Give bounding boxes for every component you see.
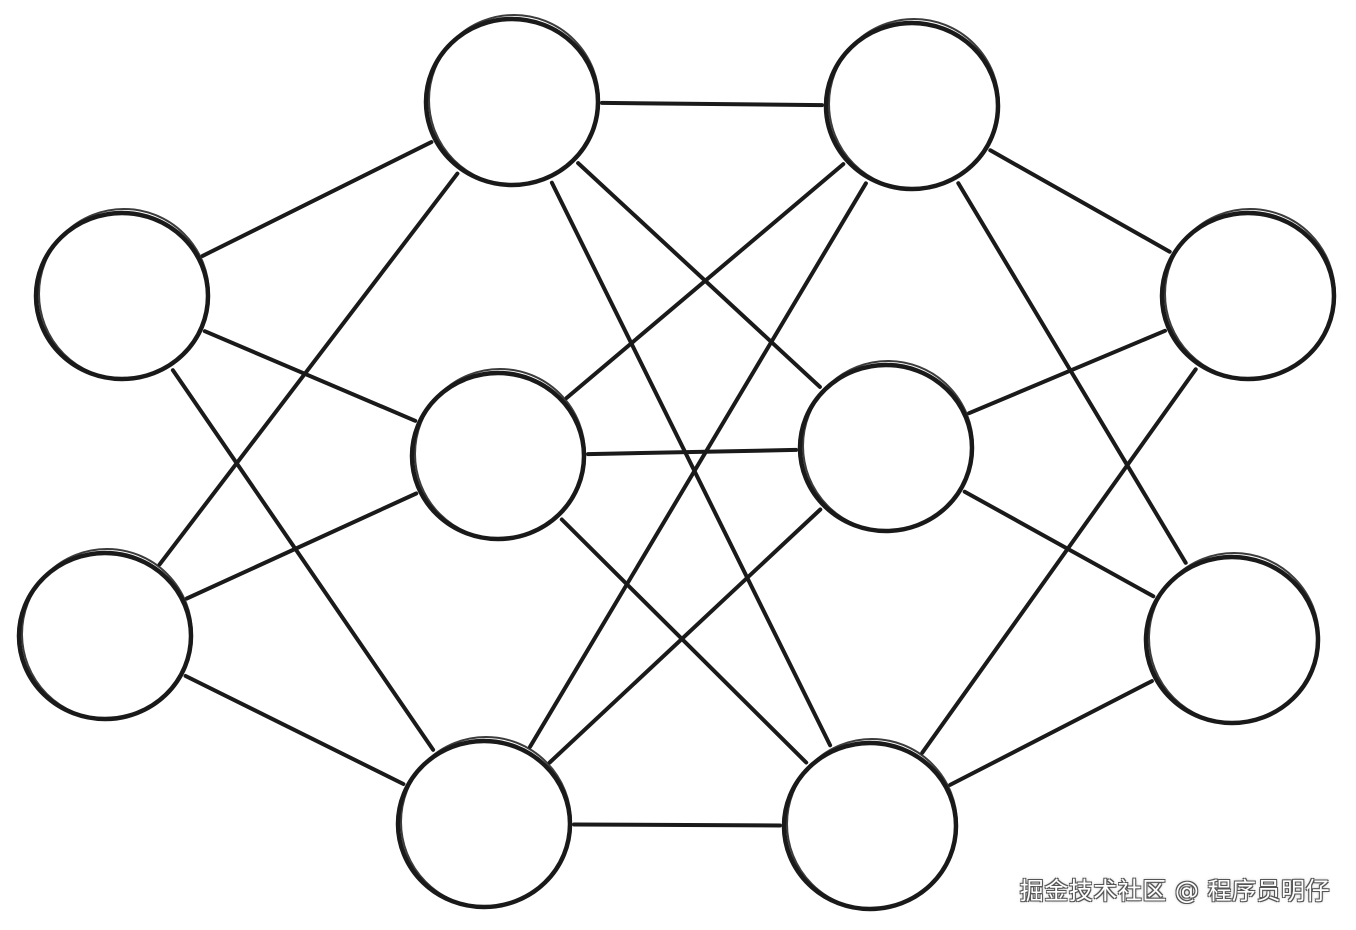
edge-n4-n7 <box>586 447 798 457</box>
edge-n7-n9 <box>967 328 1167 416</box>
node-n4 <box>409 368 587 542</box>
node-sketch-stroke <box>1148 552 1320 724</box>
edge-n5-n8 <box>572 822 782 828</box>
edge-n3-n7 <box>576 161 822 389</box>
edge-n8-n9 <box>920 367 1198 755</box>
edge-n7-n10 <box>962 489 1156 599</box>
edge-n2-n4 <box>184 491 419 601</box>
node-circle <box>1159 210 1337 382</box>
edge-n8-n10 <box>948 679 1154 787</box>
edge-n5-n6 <box>528 181 868 749</box>
edge-n4-n6 <box>564 162 846 400</box>
node-circle <box>423 16 601 188</box>
node-n5 <box>395 736 573 910</box>
node-sketch-stroke <box>1164 208 1336 380</box>
node-sketch-stroke <box>21 548 193 720</box>
node-circle <box>395 738 573 910</box>
node-sketch-stroke <box>38 208 210 380</box>
node-circle <box>797 362 975 534</box>
edge-group <box>157 100 1198 828</box>
node-circle <box>823 20 1001 192</box>
node-n9 <box>1159 208 1337 382</box>
edge-n3-n6 <box>600 100 824 108</box>
watermark-text: 掘金技术社区 @ 程序员明仔 <box>1019 877 1330 905</box>
node-sketch-stroke <box>400 736 572 908</box>
node-sketch-stroke <box>802 360 974 532</box>
node-circle <box>409 370 587 542</box>
node-sketch-stroke <box>428 14 600 186</box>
edge-n5-n7 <box>547 507 823 765</box>
node-n6 <box>823 18 1001 192</box>
node-n8 <box>781 738 959 912</box>
edge-n1-n5 <box>170 368 436 752</box>
node-sketch-stroke <box>828 18 1000 190</box>
edge-n6-n10 <box>956 181 1188 565</box>
node-circle <box>33 210 211 382</box>
edge-n3-n8 <box>549 180 833 748</box>
edge-n4-n8 <box>559 517 809 765</box>
edge-n1-n3 <box>200 140 434 258</box>
edge-n2-n5 <box>183 674 406 786</box>
node-circle <box>16 550 194 722</box>
node-n10 <box>1143 552 1321 726</box>
edge-n6-n9 <box>988 148 1172 254</box>
node-n1 <box>33 208 211 382</box>
node-circle <box>781 740 959 912</box>
node-sketch-stroke <box>786 738 958 910</box>
node-group <box>16 14 1337 912</box>
node-sketch-stroke <box>414 368 586 540</box>
node-n3 <box>423 14 601 188</box>
edge-n2-n3 <box>157 171 460 567</box>
edge-n1-n4 <box>202 329 418 423</box>
node-circle <box>1143 554 1321 726</box>
node-n7 <box>797 360 975 534</box>
node-n2 <box>16 548 194 722</box>
